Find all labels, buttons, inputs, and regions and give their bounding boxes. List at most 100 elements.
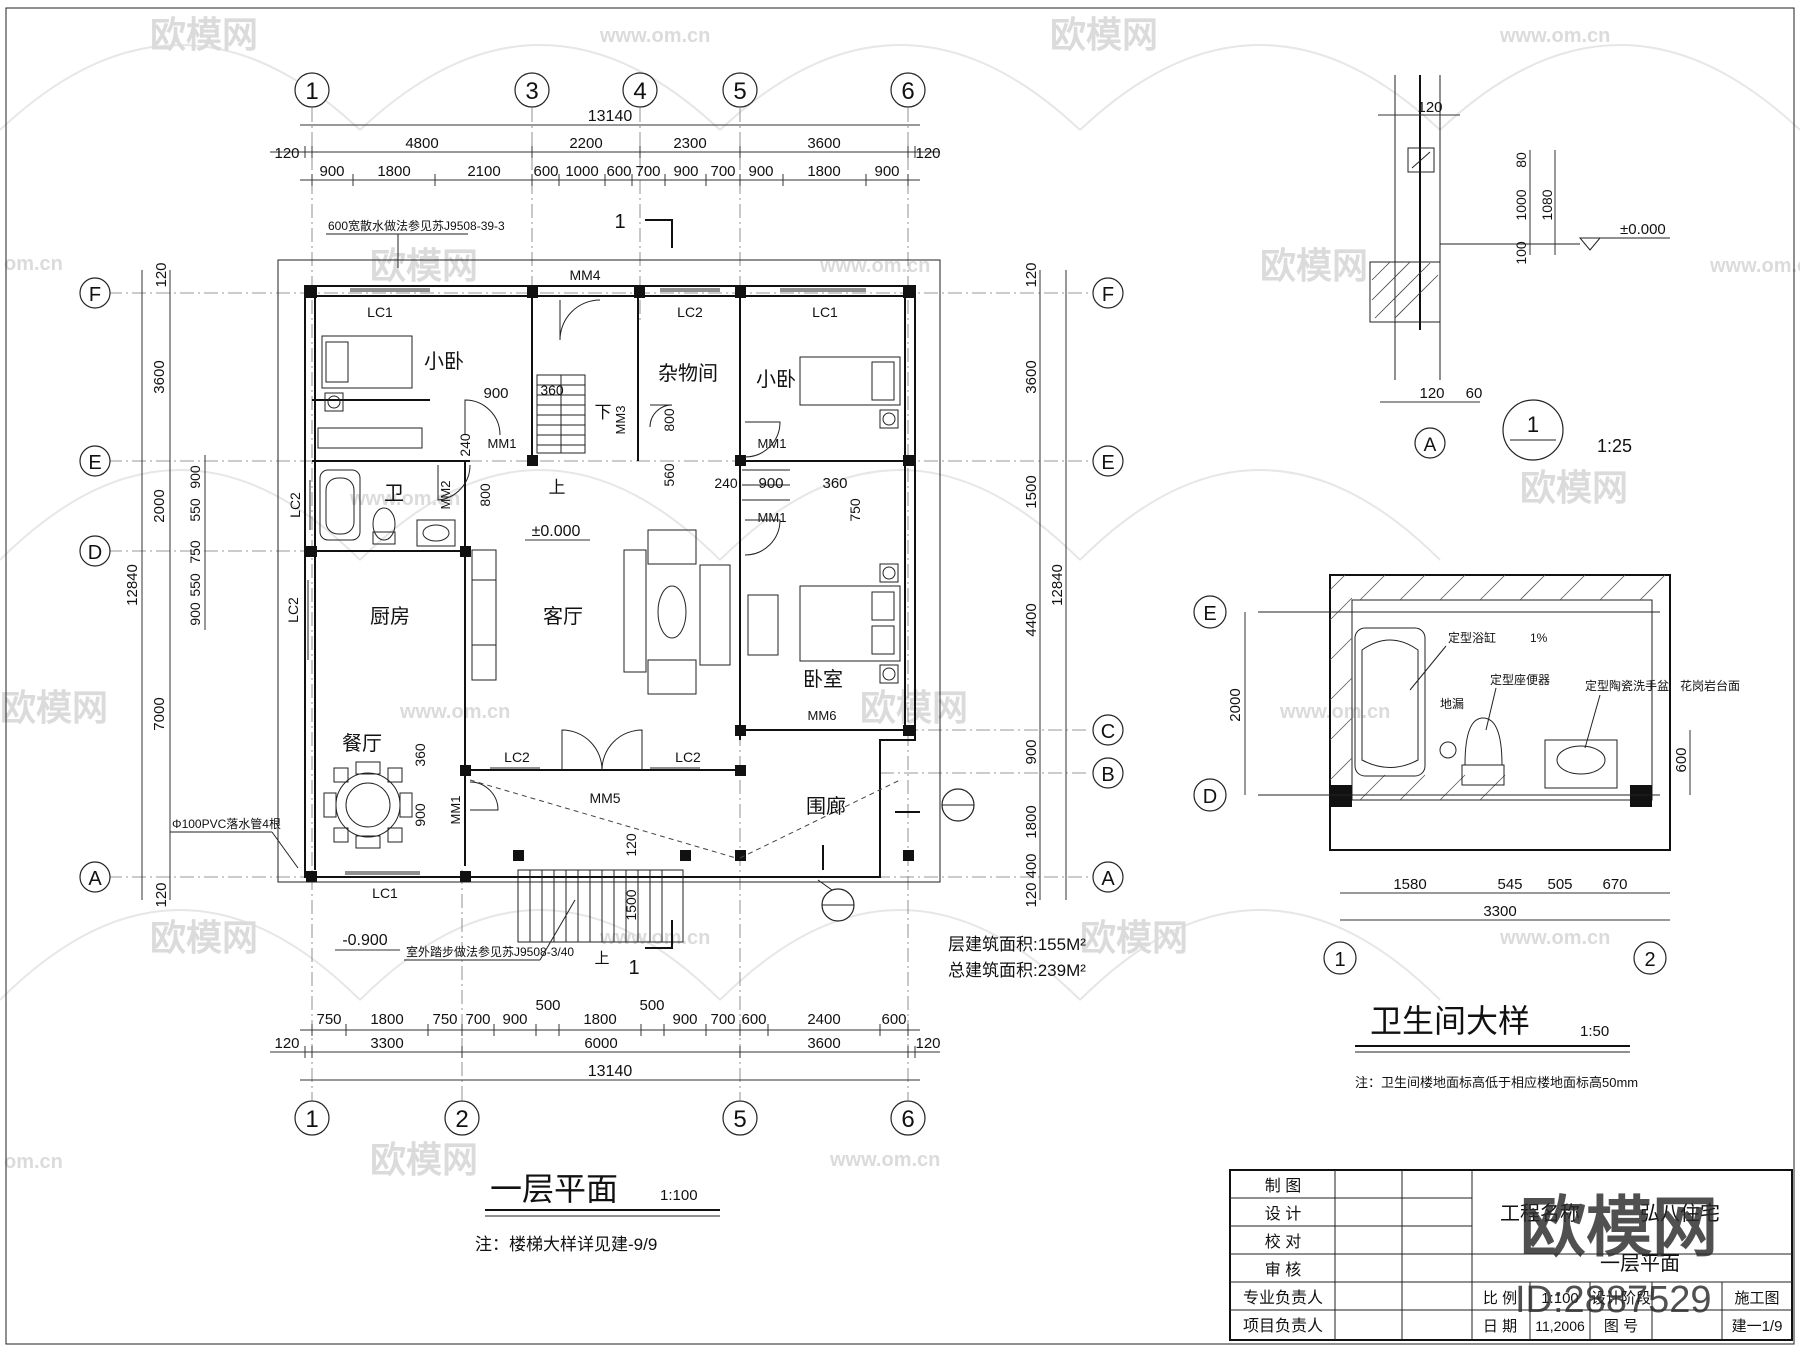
grid-bubbles-top: 1 3 4 5 6 bbox=[294, 72, 926, 108]
door-label: MM4 bbox=[569, 267, 600, 283]
bed-icon bbox=[799, 356, 901, 406]
watermark-brand: 欧模网 bbox=[1260, 245, 1368, 286]
title-row-label: 项目负责人 bbox=[1243, 1317, 1323, 1335]
bathtub-icon bbox=[319, 469, 361, 541]
windows bbox=[307, 288, 866, 875]
door-label: MM1 bbox=[448, 796, 463, 825]
section-number: 1 bbox=[614, 211, 625, 233]
grid-label: 1 bbox=[305, 1106, 318, 1133]
dims-left: 120 3600 2000 12840 7000 120 900 550 750… bbox=[124, 262, 206, 908]
title-block: 制 图 设 计 校 对 审 核 专业负责人 项目负责人 工程名称 弘八住宅 一层… bbox=[1229, 1169, 1793, 1341]
window-label: LC2 bbox=[675, 749, 701, 765]
dim: 900 bbox=[748, 163, 773, 180]
dim: 600 bbox=[606, 163, 631, 180]
grid-label: 1 bbox=[305, 78, 318, 105]
tv-cabinet-icon bbox=[747, 594, 779, 656]
room-name: 杂物间 bbox=[658, 362, 718, 385]
elevation-label: ±0.000 bbox=[1620, 221, 1666, 238]
fixture-label: 定型浴缸 bbox=[1448, 630, 1496, 645]
dim: 750 bbox=[187, 540, 203, 564]
sofa-icon bbox=[623, 549, 647, 673]
door-label: MM1 bbox=[488, 436, 517, 451]
nightstand-icon bbox=[879, 563, 899, 583]
watermark-big-brand: 欧模网 bbox=[1520, 1190, 1718, 1264]
dim: 600 bbox=[533, 163, 558, 180]
elevation-label: ±0.000 bbox=[532, 523, 581, 540]
dim: 900 bbox=[187, 465, 203, 489]
dim: 400 bbox=[1023, 853, 1040, 878]
room-name: 厨房 bbox=[370, 605, 410, 628]
drawing-no-label: 图 号 bbox=[1604, 1318, 1638, 1335]
watermark-brand: 欧模网 bbox=[150, 917, 258, 958]
dim: 12840 bbox=[1049, 564, 1066, 606]
drawing-frame bbox=[5, 7, 1795, 1345]
fixture-label: 定型座便器 bbox=[1490, 672, 1550, 687]
room-name: 卧室 bbox=[803, 668, 843, 691]
nightstand-icon bbox=[879, 409, 899, 429]
grid-label: D bbox=[1203, 786, 1217, 808]
grid-label: D bbox=[88, 542, 102, 564]
grid-label: 5 bbox=[733, 1106, 746, 1133]
dim: 4800 bbox=[405, 135, 438, 152]
title-row-label: 审 核 bbox=[1265, 1261, 1301, 1279]
grid-label: 5 bbox=[733, 78, 746, 105]
dim: 900 bbox=[673, 163, 698, 180]
dim: 900 bbox=[502, 1011, 527, 1028]
dim: 600 bbox=[1673, 747, 1690, 772]
dim: 560 bbox=[661, 463, 677, 487]
window-label: LC2 bbox=[287, 492, 303, 518]
dim: 700 bbox=[465, 1011, 490, 1028]
dim: 120 bbox=[1417, 99, 1442, 116]
leader-notes: 600宽散水做法参见苏J9508-39-3 Φ100PVC落水管4根 室外踏步做… bbox=[170, 218, 576, 961]
grid-label: E bbox=[88, 452, 101, 474]
dims-right: 120 3600 1500 12840 4400 900 1800 400 12… bbox=[1023, 262, 1067, 908]
room-labels: 小卧 杂物间 小卧 卫 厨房 客厅 卧室 餐厅 围廊 bbox=[342, 350, 846, 818]
dim: 3300 bbox=[370, 1035, 403, 1052]
dim: 500 bbox=[639, 997, 664, 1014]
wardrobe-icon bbox=[317, 427, 423, 449]
room-name: 小卧 bbox=[424, 350, 464, 373]
window-label: LC2 bbox=[285, 597, 301, 623]
dim: 2000 bbox=[151, 489, 168, 522]
grid-label: A bbox=[1101, 868, 1115, 890]
title-row-label: 专业负责人 bbox=[1243, 1289, 1323, 1307]
plan-title: 一层平面 bbox=[490, 1171, 618, 1207]
dim: 1080 bbox=[1539, 189, 1555, 220]
dims-top: 13140 120 4800 2200 2300 3600 120 bbox=[270, 108, 941, 186]
watermark-site: www.om.cn bbox=[349, 488, 460, 510]
floor-area-text: 层建筑面积:155M² bbox=[948, 935, 1086, 954]
grid-label: B bbox=[1101, 764, 1114, 786]
bath-detail-scale: 1:50 bbox=[1580, 1023, 1609, 1040]
dim: 1800 bbox=[1023, 805, 1040, 838]
bed-icon bbox=[799, 585, 901, 662]
scale-label: 比 例 bbox=[1483, 1290, 1517, 1307]
dim: 900 bbox=[758, 475, 783, 492]
dim: 700 bbox=[710, 163, 735, 180]
date-label: 日 期 bbox=[1483, 1318, 1517, 1335]
dim: 120 bbox=[1419, 385, 1444, 402]
door-label: MM6 bbox=[808, 708, 837, 723]
dim: 12840 bbox=[124, 564, 141, 606]
fixture-label: 定型陶瓷洗手盆 bbox=[1585, 678, 1669, 693]
nightstand-icon bbox=[879, 664, 899, 684]
watermark-brand: 欧模网 bbox=[150, 14, 258, 55]
dim: 500 bbox=[535, 997, 560, 1014]
dim: 1000 bbox=[565, 163, 598, 180]
window-label: LC1 bbox=[812, 304, 838, 320]
dim: 120 bbox=[1023, 882, 1040, 907]
dim: 900 bbox=[874, 163, 899, 180]
dim: 550 bbox=[187, 498, 203, 522]
watermark-site: www.om.cn bbox=[599, 25, 710, 47]
grid-label: 6 bbox=[901, 1106, 914, 1133]
dim: 750 bbox=[316, 1011, 341, 1028]
main-floor-plan: 1 3 4 5 6 1 2 5 6 F E D A F E C B A bbox=[79, 72, 1124, 1254]
section-marks: 1 1 bbox=[614, 211, 975, 979]
fixture-label: 1% bbox=[1530, 631, 1548, 645]
room-name: 围廊 bbox=[806, 795, 846, 818]
window-label: LC2 bbox=[504, 749, 530, 765]
washbasin-icon bbox=[416, 519, 456, 547]
dim: 750 bbox=[847, 498, 863, 522]
dim: 900 bbox=[1023, 739, 1040, 764]
watermark-site: www.om.cn bbox=[1499, 927, 1610, 949]
leader-text: 600宽散水做法参见苏J9508-39-3 bbox=[328, 218, 505, 233]
